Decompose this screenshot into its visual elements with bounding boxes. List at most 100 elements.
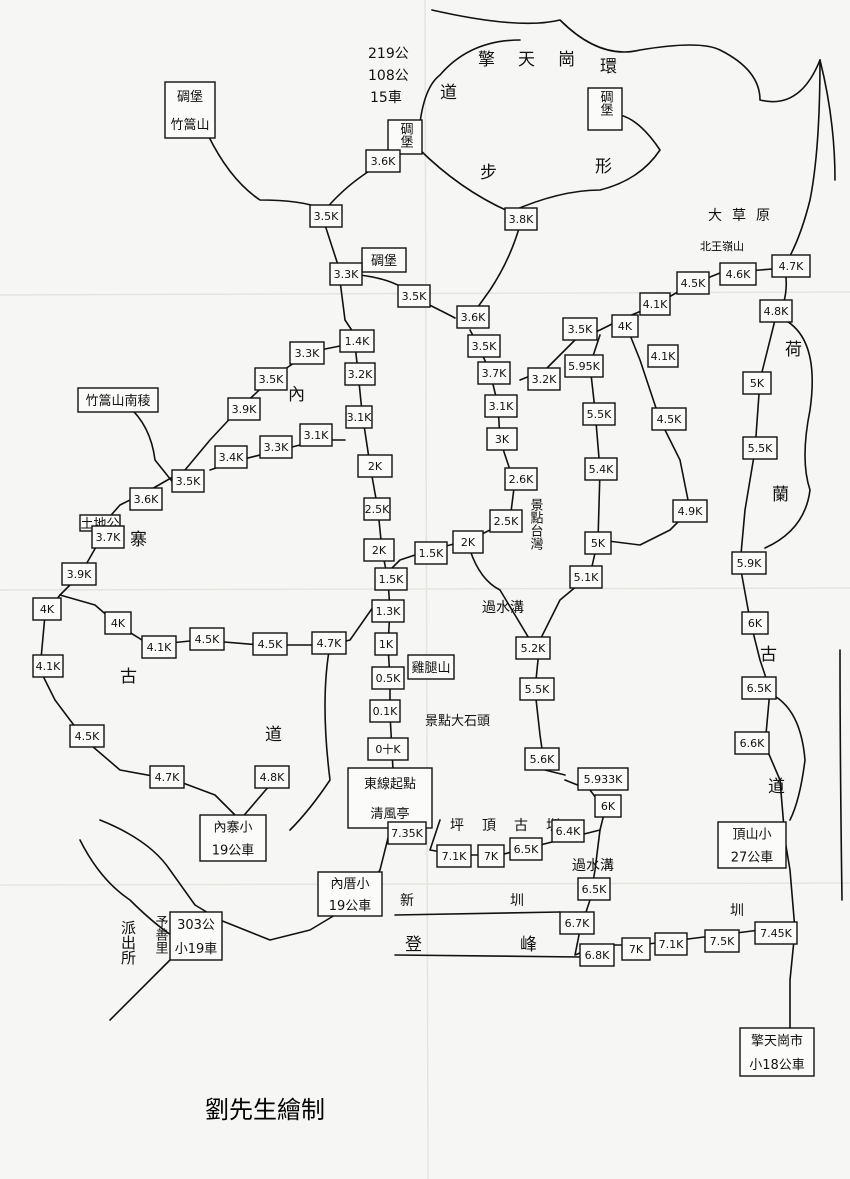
km-marker-label: 4.7K	[779, 260, 804, 273]
km-marker: 5K	[742, 371, 772, 395]
landmark-box-text: 雞腿山	[411, 661, 450, 676]
landmark-box-frame	[587, 87, 623, 131]
landmark-box-text: 19公車	[212, 844, 255, 859]
km-marker-box	[562, 317, 598, 341]
km-marker-box	[374, 567, 408, 591]
label-bei-wang-ling-shan: 北王嶺山	[700, 240, 744, 253]
km-marker-label: 6.5K	[514, 843, 539, 856]
km-marker-box	[363, 538, 395, 562]
km-marker: 2K	[363, 538, 395, 562]
km-marker-box	[69, 724, 105, 748]
km-marker-label: 5.4K	[589, 463, 614, 476]
km-marker-box	[754, 921, 798, 945]
km-marker-box	[344, 362, 376, 386]
km-marker: 3.3K	[289, 341, 325, 365]
landmark-box-frame	[77, 387, 159, 413]
landmark-box-frame	[317, 871, 383, 917]
km-marker-label: 6K	[601, 800, 616, 813]
km-marker: 5.5K	[519, 677, 555, 701]
label-police: 派出所	[119, 920, 137, 965]
km-marker-label: 6.4K	[556, 825, 581, 838]
km-marker: 3.5K	[467, 334, 501, 358]
km-marker-box	[259, 435, 293, 459]
km-marker-label: 4.9K	[678, 505, 703, 518]
km-marker-label: 3.3K	[334, 268, 359, 281]
km-marker-box	[227, 397, 261, 421]
km-marker: 3.5K	[171, 469, 205, 493]
km-marker-box	[467, 334, 501, 358]
km-marker-box	[594, 794, 622, 818]
km-marker-label: 4.5K	[258, 638, 283, 651]
km-marker-box	[477, 361, 511, 385]
km-marker-label: 4.5K	[75, 730, 100, 743]
km-marker-label: 5K	[750, 377, 765, 390]
km-marker-label: 3.5K	[402, 290, 427, 303]
km-marker-box	[734, 731, 770, 755]
landmark-box-bunker-mid: 碉堡	[361, 247, 407, 273]
km-marker-label: 4.8K	[764, 305, 789, 318]
label-ring-1: 擎	[478, 50, 495, 70]
km-marker-label: 3.2K	[348, 368, 373, 381]
km-marker-label: 4.6K	[726, 268, 751, 281]
km-marker: 7K	[477, 844, 505, 868]
km-marker-box	[486, 427, 518, 451]
km-marker-label: 7.1K	[659, 938, 684, 951]
landmark-box-text: 頂山小	[732, 828, 771, 843]
km-marker-box	[357, 454, 393, 478]
km-marker: 4.7K	[149, 765, 185, 789]
km-marker: 1.5K	[374, 567, 408, 591]
landmark-box-bunker-top: 碉堡	[387, 119, 423, 155]
km-marker: 6K	[594, 794, 622, 818]
km-marker-box	[672, 499, 708, 523]
km-marker-box	[289, 341, 325, 365]
km-marker: 6.7K	[559, 911, 595, 935]
km-marker-box	[345, 405, 373, 429]
km-marker-box	[584, 457, 618, 481]
km-marker: 5.5K	[582, 402, 616, 426]
label-guo-shui-gou-1: 過水溝	[482, 600, 524, 616]
km-marker: 6.5K	[577, 877, 611, 901]
km-marker-label: 5.95K	[568, 360, 600, 373]
km-marker-label: 7.1K	[442, 850, 467, 863]
km-marker: 2K	[452, 530, 484, 554]
km-marker: 0.1K	[369, 699, 401, 723]
km-marker: 5K	[584, 531, 612, 555]
km-marker-box	[484, 394, 518, 418]
km-marker: 1.5K	[414, 541, 448, 565]
km-marker-label: 4K	[40, 603, 55, 616]
label-gu-east: 古	[760, 645, 777, 665]
km-marker-label: 5.5K	[587, 408, 612, 421]
km-marker: 4.7K	[311, 631, 347, 655]
km-marker-label: 0.5K	[376, 672, 401, 685]
label-jingdian-dashitou: 景點大石頭	[425, 714, 490, 729]
label-bu: 步	[480, 163, 497, 183]
km-marker-label: 3.2K	[532, 373, 557, 386]
km-marker-label: 4.8K	[260, 771, 285, 784]
landmark-box-text: 內厝小	[330, 877, 369, 892]
km-marker-box	[551, 819, 585, 843]
km-marker-box	[374, 632, 398, 656]
landmark-box-text: 內寨小	[213, 820, 252, 836]
label-xin: 新	[400, 893, 414, 909]
km-marker-label: 4K	[618, 320, 633, 333]
km-marker: 6.4K	[551, 819, 585, 843]
km-marker: 6.8K	[579, 943, 615, 967]
km-marker-box	[171, 469, 205, 493]
km-marker: 4.1K	[647, 344, 679, 368]
km-marker-box	[397, 284, 431, 308]
km-marker: 4.8K	[254, 765, 290, 789]
landmark-box-text: 碉堡	[371, 253, 397, 269]
km-marker: 4K	[611, 314, 639, 338]
km-marker: 3.7K	[477, 361, 511, 385]
km-marker: 2.5K	[363, 497, 391, 521]
km-marker-label: 3.1K	[304, 429, 329, 442]
km-marker-box	[742, 436, 778, 460]
km-marker: 4.1K	[141, 635, 177, 659]
km-marker: 4K	[32, 597, 62, 621]
km-marker-box	[584, 531, 612, 555]
km-marker: 3.2K	[527, 367, 561, 391]
